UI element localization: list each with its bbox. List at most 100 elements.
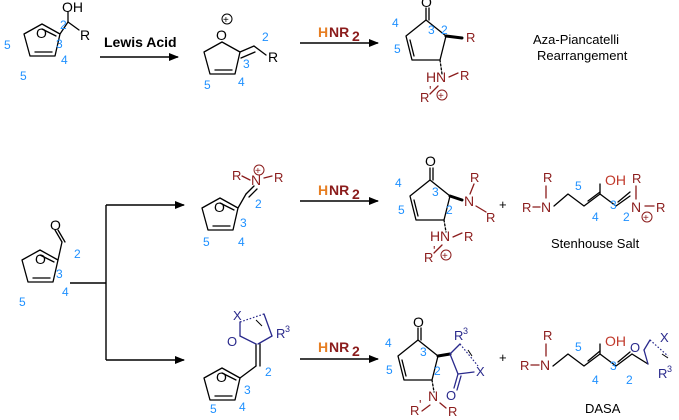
svg-text:X: X: [476, 364, 485, 379]
svg-text:5: 5: [394, 42, 401, 56]
svg-text:5: 5: [20, 69, 27, 83]
svg-text:N: N: [440, 228, 450, 244]
svg-text:3: 3: [56, 267, 63, 281]
svg-text:OH: OH: [605, 172, 626, 188]
svg-text:5: 5: [203, 235, 210, 249]
reagent-hnr2-bottom: H NR 2: [318, 339, 360, 359]
svg-text:3: 3: [420, 345, 427, 359]
stenhouse-salt-molecule: R R N OH N R R + 5 4 3 2: [522, 170, 665, 224]
svg-text:+: +: [255, 166, 261, 177]
svg-text:4: 4: [395, 176, 402, 190]
svg-text:R: R: [424, 250, 433, 265]
svg-text:+: +: [223, 15, 229, 26]
svg-text:R: R: [232, 168, 241, 183]
svg-text:R: R: [486, 210, 495, 225]
svg-text:4: 4: [592, 373, 599, 387]
reagent-hnr2-middle: H NR 2: [318, 182, 360, 202]
svg-text:3: 3: [428, 23, 435, 37]
svg-text:3: 3: [244, 383, 251, 397]
svg-text:2: 2: [60, 18, 67, 32]
svg-text:3: 3: [432, 185, 439, 199]
svg-text:R: R: [470, 170, 479, 185]
svg-text:O: O: [630, 340, 640, 355]
svg-text:X: X: [233, 308, 242, 323]
svg-text:': ': [433, 243, 435, 258]
svg-text:2: 2: [255, 197, 262, 211]
svg-text:R: R: [543, 328, 552, 343]
svg-text:R: R: [274, 170, 283, 185]
svg-text:H: H: [318, 182, 328, 198]
svg-text:3: 3: [667, 364, 672, 374]
svg-text:O: O: [216, 369, 227, 385]
svg-text:O: O: [214, 199, 225, 215]
svg-text:2: 2: [352, 28, 360, 44]
svg-text:4: 4: [62, 285, 69, 299]
oxocarbenium-molecule: + O R 2 3 4 5: [203, 13, 278, 92]
svg-text:N: N: [631, 199, 641, 215]
svg-text:R: R: [454, 328, 463, 343]
dasa-label: DASA: [585, 401, 621, 416]
svg-text:N: N: [436, 69, 446, 85]
svg-text:R: R: [410, 403, 419, 418]
svg-text:5: 5: [19, 295, 26, 309]
svg-text:O: O: [50, 217, 61, 233]
svg-text:R: R: [520, 358, 529, 373]
svg-text:NR: NR: [329, 24, 349, 40]
svg-text:4: 4: [61, 53, 68, 67]
svg-text:O: O: [413, 314, 424, 330]
plus-sign-middle: +: [499, 197, 507, 212]
svg-text:5: 5: [210, 402, 217, 416]
svg-text:3: 3: [285, 324, 290, 334]
aza-piancatelli-product: O R 4 3 2 2 5 H N R R ' +: [392, 0, 475, 105]
svg-text:': ': [429, 83, 431, 98]
svg-text:R: R: [420, 90, 429, 105]
svg-text:3: 3: [240, 216, 247, 230]
reagent-hnr2-top: H NR 2: [318, 24, 360, 44]
svg-text:3: 3: [610, 359, 617, 373]
svg-text:R: R: [276, 326, 285, 341]
svg-text:2: 2: [441, 23, 448, 37]
svg-text:R: R: [268, 49, 278, 65]
svg-text:O: O: [227, 334, 237, 349]
svg-text:2: 2: [434, 364, 441, 378]
svg-text:5: 5: [204, 78, 211, 92]
svg-text:R: R: [466, 30, 475, 45]
svg-text:N: N: [428, 388, 438, 404]
furfural-molecule: O O 2 3 4 5: [19, 217, 81, 309]
svg-text:NR: NR: [329, 339, 349, 355]
lewis-acid-label: Lewis Acid: [104, 34, 177, 50]
svg-text:H: H: [318, 24, 328, 40]
svg-text:': ': [419, 397, 421, 412]
svg-text:+: +: [438, 91, 444, 102]
svg-text:H: H: [426, 69, 436, 85]
svg-text:3: 3: [463, 326, 468, 336]
dasa-molecule: R R N OH O X R 3 5 4 3 2: [520, 328, 672, 387]
svg-text:R: R: [522, 200, 531, 215]
svg-text:N: N: [251, 172, 261, 188]
spiro-cyclopentenone-molecule: O R 3 X O 4 3 2 5 N R ' R: [385, 314, 485, 419]
svg-text:2: 2: [352, 186, 360, 202]
furyl-iminium-molecule: N R R + O 2 3 4 5: [201, 164, 283, 249]
furfuryl-alcohol-molecule: OH R 5 5 5 2 3 4 5: [4, 0, 90, 83]
svg-text:R: R: [658, 366, 667, 381]
svg-text:5: 5: [398, 203, 405, 217]
svg-text:4: 4: [592, 210, 599, 224]
svg-text:O: O: [35, 251, 46, 267]
svg-text:4: 4: [239, 400, 246, 414]
svg-text:2: 2: [446, 203, 453, 217]
svg-text:NR: NR: [329, 182, 349, 198]
svg-text:R: R: [460, 68, 469, 83]
svg-text:+: +: [643, 213, 649, 224]
svg-text:5: 5: [4, 38, 11, 52]
stenhouse-salt-label: Stenhouse Salt: [551, 236, 640, 251]
svg-text:OH: OH: [605, 333, 626, 349]
svg-text:2: 2: [623, 210, 630, 224]
svg-text:R: R: [632, 171, 641, 186]
svg-text:2: 2: [352, 343, 360, 359]
svg-text:O: O: [36, 25, 47, 41]
svg-text:O: O: [216, 27, 227, 43]
svg-text:2: 2: [626, 373, 633, 387]
diamino-cyclopentenone-molecule: O N R R 4 3 2 5 H N R R ' +: [395, 153, 495, 265]
svg-text:4: 4: [238, 235, 245, 249]
